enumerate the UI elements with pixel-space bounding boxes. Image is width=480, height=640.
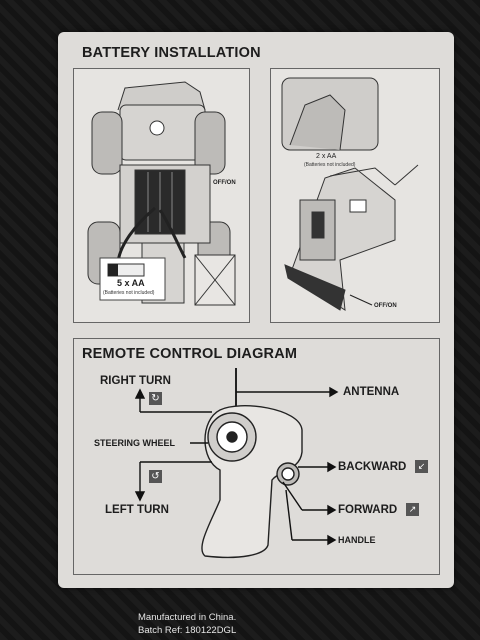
transmitter-illustration	[201, 368, 303, 559]
car-illustration	[87, 81, 236, 306]
rotate-right-icon: ↻	[149, 392, 162, 405]
forward-label: FORWARD	[338, 504, 398, 516]
backward-label: BACKWARD	[338, 461, 407, 473]
remote-battery-illustration	[281, 77, 419, 311]
remote-diagram-panel	[73, 338, 440, 575]
rotate-left-icon: ↺	[149, 470, 162, 483]
car-switch-label: OFF/ON	[213, 180, 236, 186]
remote-battery-note: (Batteries not included)	[304, 162, 356, 168]
batch-ref: Batch Ref: 180122DGL	[138, 625, 237, 636]
antenna-label: ANTENNA	[343, 386, 400, 398]
callout-lines	[134, 386, 339, 546]
remote-heading: REMOTE CONTROL DIAGRAM	[82, 346, 298, 362]
forward-icon: ↗	[406, 503, 419, 516]
right-turn-label: RIGHT TURN	[100, 375, 171, 387]
car-battery-note: (Batteries not included)	[103, 290, 155, 296]
steering-wheel-label: STEERING WHEEL	[94, 438, 176, 448]
car-battery-count: 5 x AA	[117, 278, 145, 288]
left-turn-label: LEFT TURN	[105, 504, 169, 516]
manufacture-note: Manufactured in China.	[138, 612, 237, 623]
remote-switch-label: OFF/ON	[374, 303, 397, 309]
remote-battery-count: 2 x AA	[316, 153, 337, 160]
backward-icon: ↙	[415, 460, 428, 473]
battery-heading: BATTERY INSTALLATION	[82, 45, 261, 61]
handle-label: HANDLE	[338, 535, 376, 545]
